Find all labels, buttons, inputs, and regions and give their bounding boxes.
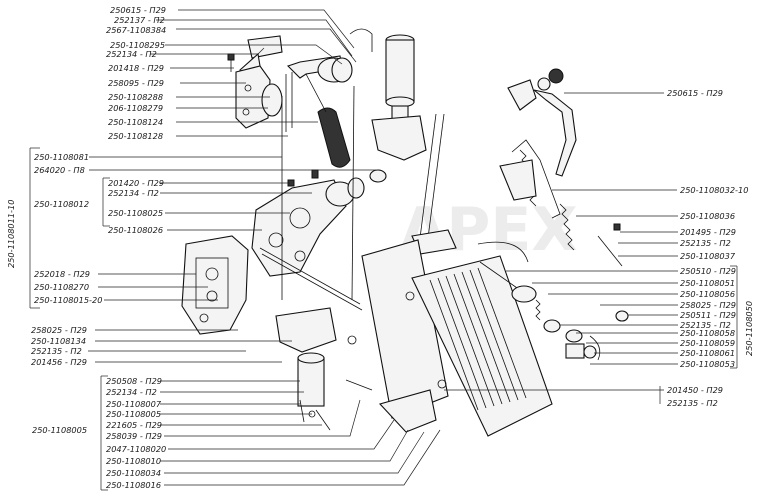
- label-left-top-2: 2567-1108384: [106, 25, 166, 35]
- label-group-a: 250-1108012: [34, 199, 89, 209]
- label-group-b-8: 250-1108034: [106, 468, 161, 478]
- right-labels: 250615 - П29 250-1108032-10 250-1108036 …: [667, 88, 748, 408]
- label-right-block-3: 258025 - П29: [680, 300, 736, 310]
- label-right-upper-3: 252135 - П2: [680, 238, 731, 248]
- left-mid-labels: 250-1108081 264020 - П8 250-1108012 2014…: [34, 152, 164, 235]
- label-left-lower-0: 250-1108025: [108, 208, 163, 218]
- label-left-top-5: 201418 - П29: [108, 63, 164, 73]
- label-left-top-6: 258095 - П29: [108, 78, 164, 88]
- label-right-upper-4: 250-1108037: [680, 251, 736, 261]
- label-left-bottom-1: 250-1108134: [31, 336, 86, 346]
- label-right-block-1: 250-1108051: [680, 278, 735, 288]
- label-group-b-9: 250-1108016: [106, 480, 161, 490]
- label-right-upper-2: 201495 - П29: [680, 227, 736, 237]
- label-left-block-2: 250-1108015-20: [34, 295, 102, 305]
- label-group-b-4: 221605 - П29: [106, 420, 162, 430]
- leader-lines: [88, 9, 678, 486]
- label-right-bottom-0: 201450 - П29: [667, 385, 723, 395]
- label-right-top: 250615 - П29: [667, 88, 723, 98]
- label-left-mid-0: 250-1108081: [34, 152, 89, 162]
- label-left-mid-1: 264020 - П8: [34, 165, 85, 175]
- label-group-a-0: 201420 - П29: [108, 178, 164, 188]
- label-right-block-6: 250-1108058: [680, 328, 735, 338]
- label-left-block-0: 252018 - П29: [34, 269, 90, 279]
- label-right-upper-0: 250-1108032-10: [680, 185, 748, 195]
- label-right-block-2: 250-1108056: [680, 289, 735, 299]
- left-top-labels: 250615 - П29 252137 - П2 2567-1108384 25…: [106, 5, 166, 141]
- label-left-block-1: 250-1108270: [34, 282, 89, 292]
- label-left-top-1: 252137 - П2: [114, 15, 165, 25]
- label-group-b-0: 250508 - П29: [106, 376, 162, 386]
- label-group-b-5: 258039 - П29: [106, 431, 162, 441]
- label-right-upper-1: 250-1108036: [680, 211, 735, 221]
- label-left-lower-1: 250-1108026: [108, 225, 163, 235]
- label-left-top-4: 252134 - П2: [106, 49, 157, 59]
- label-left-top-0: 250615 - П29: [110, 5, 166, 15]
- label-group-b: 250-1108005: [32, 425, 87, 435]
- label-left-bottom-0: 258025 - П29: [31, 325, 87, 335]
- label-left-top-10: 250-1108128: [108, 131, 163, 141]
- label-group-b-6: 2047-1108020: [106, 444, 166, 454]
- label-group-b-1: 252134 - П2: [106, 387, 157, 397]
- label-left-top-9: 250-1108124: [108, 117, 163, 127]
- label-right-block-5: 252135 - П2: [680, 320, 731, 330]
- label-left-top-3: 250-1108295: [110, 40, 165, 50]
- label-vertical-right: 250-1108050: [744, 301, 754, 356]
- group-b-labels: 250-1108005 250508 - П29 252134 - П2 250…: [32, 376, 166, 490]
- label-left-top-7: 250-1108288: [108, 92, 163, 102]
- label-right-block-9: 250-1108053: [680, 359, 735, 369]
- label-group-b-3: 250-1108005: [106, 409, 161, 419]
- left-block-labels: 252018 - П29 250-1108270 250-1108015-20: [34, 269, 102, 305]
- label-right-block-8: 250-1108061: [680, 348, 735, 358]
- label-left-top-8: 206-1108279: [108, 103, 163, 113]
- label-right-block-4: 250511 - П29: [680, 310, 736, 320]
- label-group-b-7: 250-1108010: [106, 456, 161, 466]
- label-group-b-2: 250-1108007: [106, 399, 162, 409]
- label-right-bottom-1: 252135 - П2: [667, 398, 718, 408]
- label-right-block-0: 250510 - П29: [680, 266, 736, 276]
- watermark: APEX: [400, 195, 578, 265]
- left-bottom-labels: 258025 - П29 250-1108134 252135 - П2 201…: [31, 325, 87, 367]
- label-vertical-left: 250-1108011-10: [6, 200, 16, 268]
- group-brackets: [29, 147, 738, 491]
- label-group-a-1: 252134 - П2: [108, 188, 159, 198]
- label-left-bottom-2: 252135 - П2: [31, 346, 82, 356]
- label-right-block-7: 250-1108059: [680, 338, 735, 348]
- label-left-bottom-3: 201456 - П29: [31, 357, 87, 367]
